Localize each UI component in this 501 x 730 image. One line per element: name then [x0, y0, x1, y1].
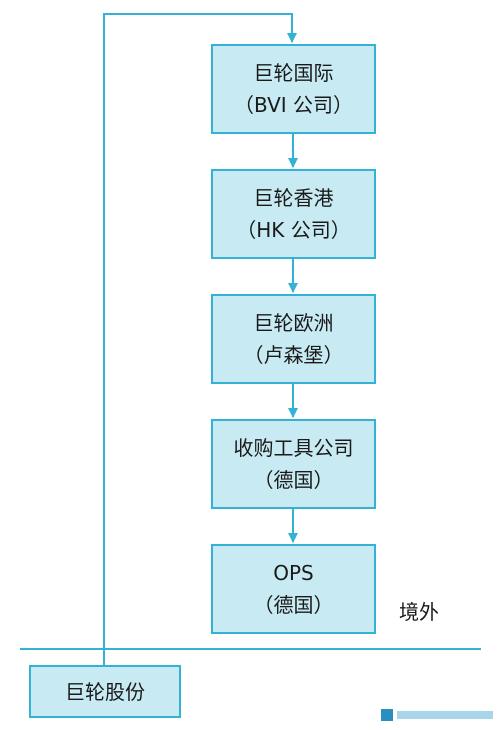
entity-name: OPS: [273, 561, 314, 585]
watermark-logo: [381, 708, 495, 722]
entity-box-acquisition-vehicle: 收购工具公司 （德国）: [211, 419, 376, 509]
entity-box-jolun-international: 巨轮国际 （BVI 公司）: [211, 44, 376, 134]
entity-detail: （德国）: [253, 593, 334, 617]
entity-name: 巨轮国际: [253, 61, 334, 85]
entity-detail: （德国）: [253, 468, 334, 492]
entity-box-jolun-europe: 巨轮欧洲 （卢森堡）: [211, 294, 376, 384]
watermark-icon: [381, 709, 393, 721]
entity-box-jolun-hongkong: 巨轮香港 （HK 公司）: [211, 169, 376, 259]
entity-detail: （HK 公司）: [236, 218, 351, 242]
region-label-overseas: 境外: [399, 600, 439, 624]
entity-name: 收购工具公司: [233, 436, 354, 460]
ownership-loop-connector: [103, 13, 297, 665]
entity-name: 巨轮香港: [253, 186, 334, 210]
entity-box-parent: 巨轮股份: [29, 665, 181, 718]
entity-detail: （BVI 公司）: [233, 93, 354, 117]
entity-detail: （卢森堡）: [243, 343, 344, 367]
entity-box-ops: OPS （德国）: [211, 544, 376, 634]
entity-name: 巨轮欧洲: [253, 311, 334, 335]
entity-name: 巨轮股份: [65, 679, 145, 704]
